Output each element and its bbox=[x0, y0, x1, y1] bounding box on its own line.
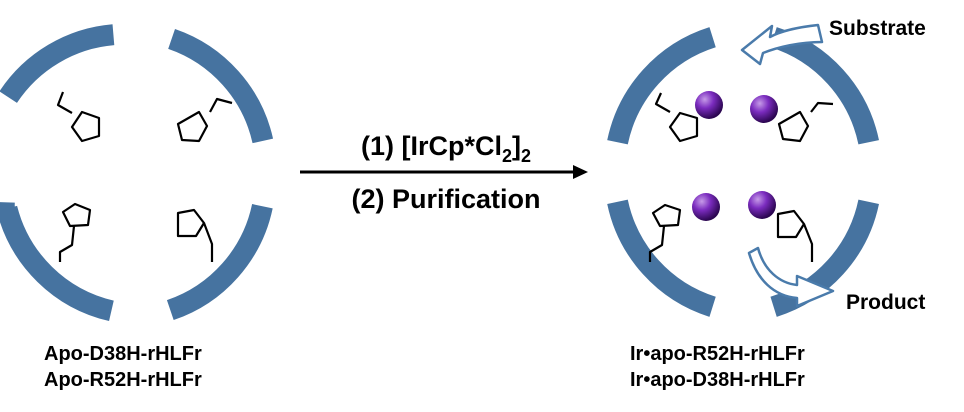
ligand-bottom-right bbox=[176, 208, 214, 262]
reactant-name-1: Apo-D38H-rHLFr bbox=[44, 343, 202, 365]
arrow-head bbox=[573, 165, 588, 179]
iridium-sphere bbox=[750, 95, 778, 123]
apo-ligands bbox=[56, 91, 233, 262]
cage-arc-top-right bbox=[770, 27, 879, 145]
ligand-top-left bbox=[56, 91, 101, 143]
product-name-2: Ir•apo-D38H-rHLFr bbox=[630, 369, 805, 391]
reactant-name-2: Apo-R52H-rHLFr bbox=[44, 369, 202, 391]
product-label: Product bbox=[846, 291, 925, 314]
reaction-arrow bbox=[300, 165, 588, 179]
ligand-top-left bbox=[654, 92, 699, 143]
ligand-bottom-left bbox=[648, 203, 682, 262]
ir-ligands bbox=[648, 92, 834, 262]
reagent-step-1: (1) [IrCp*Cl2]2 bbox=[361, 131, 531, 166]
cage-arc-top-left bbox=[0, 24, 115, 104]
cage-arc-bottom-left-main bbox=[0, 205, 114, 322]
cage-arc-bottom-right bbox=[166, 203, 273, 321]
iridium-sphere bbox=[695, 91, 723, 119]
substrate-arrow bbox=[740, 23, 824, 66]
ligand-top-right bbox=[777, 101, 834, 143]
cage-arc-bottom-left bbox=[607, 199, 716, 317]
ligand-bottom-right bbox=[776, 209, 814, 262]
cage-arc-bottom-right bbox=[770, 199, 879, 317]
apo-cage bbox=[0, 24, 274, 322]
cage-arc-top-right bbox=[167, 28, 274, 144]
ir-cage bbox=[607, 27, 879, 317]
ligand-bottom-left bbox=[58, 202, 92, 262]
iridium-sphere bbox=[748, 191, 776, 219]
product-name-1: Ir•apo-R52H-rHLFr bbox=[630, 343, 805, 365]
product-arrow bbox=[747, 246, 835, 308]
substrate-label: Substrate bbox=[829, 17, 926, 40]
reagent-step-2: (2) Purification bbox=[351, 184, 540, 214]
cage-arc-top-left bbox=[607, 27, 716, 145]
iridium-sphere bbox=[692, 193, 720, 221]
ligand-top-right bbox=[176, 97, 233, 143]
iridium-atoms bbox=[692, 91, 778, 221]
